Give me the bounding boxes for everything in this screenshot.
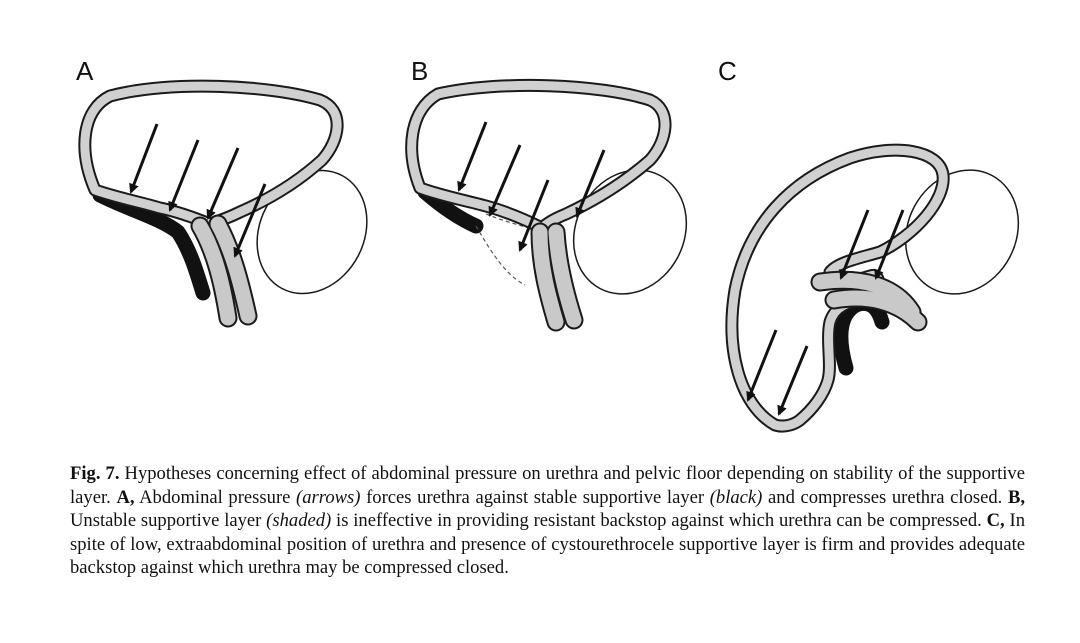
caption-fig-label: Fig. 7. <box>70 463 120 484</box>
panel-b-label: B <box>411 56 428 86</box>
caption-a-text: Abdominal pressure <box>134 486 297 508</box>
panel-a-pressure-arrow <box>233 183 267 258</box>
caption-b-label: B, <box>1007 486 1026 508</box>
figure-illustration: A B C <box>76 56 1020 433</box>
panel-c-pressure-arrow <box>777 345 809 416</box>
panel-b-pressure-arrow <box>457 121 488 192</box>
panel-c-supportive-layer <box>833 295 890 376</box>
panel-b-pressure-arrow <box>575 149 606 218</box>
panel-a-rectum <box>256 169 368 295</box>
panel-c-label: C <box>718 56 737 86</box>
panel-a-pressure-arrow <box>129 123 159 194</box>
panel-b-unstable-layer <box>475 225 526 286</box>
panel-c-pressure-arrow <box>746 329 778 402</box>
caption-b-shaded: (shaded) <box>266 510 332 531</box>
panel-a: A <box>76 56 368 328</box>
caption-a-label: A, <box>116 486 135 508</box>
caption-b-text: is ineffective in providing resistant ba… <box>331 510 987 531</box>
panel-c: C <box>718 56 1020 433</box>
caption-c-label: C, <box>986 510 1005 531</box>
figure-caption: Fig. 7. Hypotheses concerning effect of … <box>70 462 1025 580</box>
caption-a-black: (black) <box>709 486 763 508</box>
panel-a-label: A <box>76 56 94 86</box>
panel-a-supportive-layer <box>92 187 211 301</box>
caption-a-text: and compresses urethra closed. <box>762 486 1008 508</box>
panel-a-pressure-arrow <box>206 147 240 220</box>
caption-b-text: Unstable supportive layer <box>70 510 267 531</box>
caption-c-text: In spite of low, extraabdominal position… <box>70 510 1025 578</box>
panel-b-pressure-arrow <box>488 144 522 217</box>
caption-a-arrows: (arrows) <box>296 486 361 508</box>
panel-c-pressure-arrow <box>874 209 905 280</box>
panel-b-pressure-arrow <box>518 179 550 252</box>
panel-a-pressure-arrow <box>168 139 200 212</box>
panel-b: B <box>405 56 688 332</box>
panel-c-pressure-arrow <box>839 209 870 280</box>
caption-intro: Hypotheses concerning effect of abdomina… <box>70 463 1025 508</box>
caption-a-text: forces urethra against stable supportive… <box>360 486 710 508</box>
